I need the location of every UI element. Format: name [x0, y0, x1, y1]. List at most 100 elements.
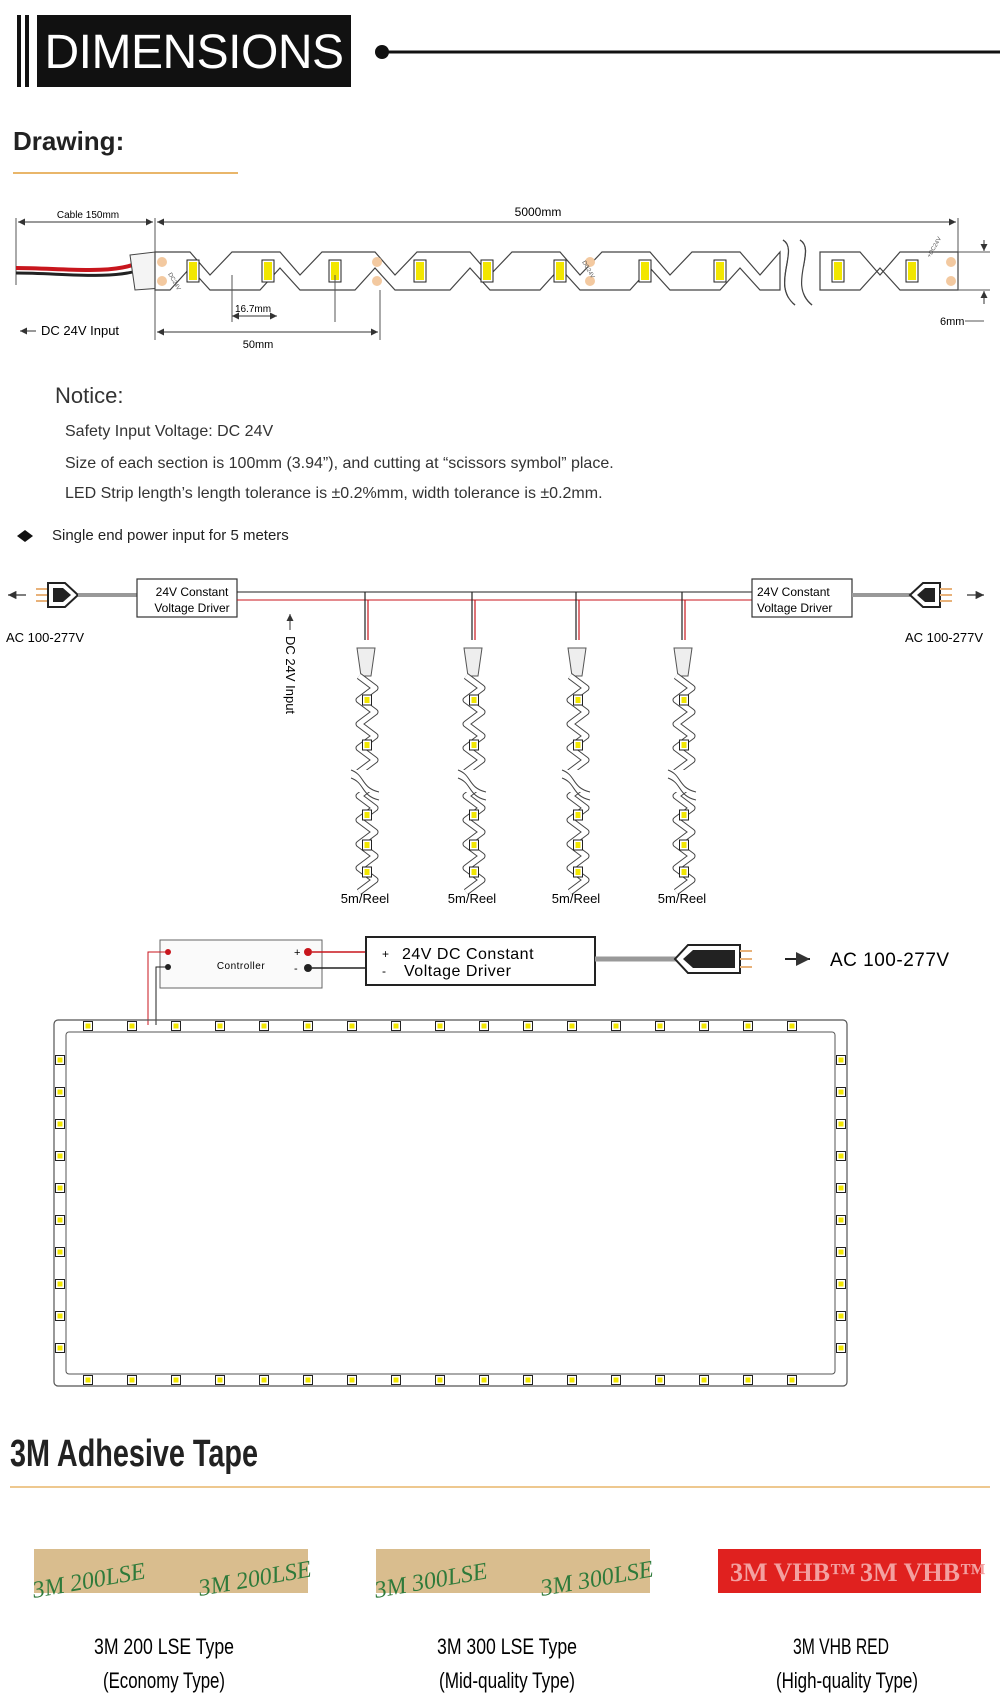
- driver-right-line2: Voltage Driver: [757, 601, 832, 615]
- loop-led-right: [838, 1121, 844, 1127]
- page-title: DIMENSIONS: [44, 26, 343, 79]
- reel-connector: [567, 647, 587, 677]
- controller-label: Controller: [217, 961, 266, 972]
- tape-quality-2: (Mid-quality Type): [439, 1668, 575, 1693]
- loop-led-top: [393, 1023, 399, 1029]
- loop-led-top: [129, 1023, 135, 1029]
- reel-connector: [356, 647, 376, 677]
- loop-led-bottom: [701, 1377, 707, 1383]
- loop-led-right: [838, 1217, 844, 1223]
- loop-led-top: [613, 1023, 619, 1029]
- reel-led: [681, 742, 687, 748]
- reel-led: [575, 869, 581, 875]
- notice-line-2: Size of each section is 100mm (3.94”), a…: [65, 455, 614, 472]
- loop-led-top: [657, 1023, 663, 1029]
- pitch-label: 16.7mm: [235, 304, 271, 315]
- tape-heading: 3M Adhesive Tape: [10, 1433, 258, 1475]
- reel-led: [681, 842, 687, 848]
- reel-connector: [463, 647, 483, 677]
- reel-label-3: 5m/Reel: [552, 891, 601, 906]
- reel-led: [471, 869, 477, 875]
- loop-led-bottom: [129, 1377, 135, 1383]
- loop-led-bottom: [261, 1377, 267, 1383]
- swatch-text-3a: 3M VHB™: [730, 1558, 856, 1587]
- notice-line-3: LED Strip length’s length tolerance is ±…: [65, 485, 603, 502]
- driver-right: [751, 578, 853, 618]
- reel-led: [364, 697, 370, 703]
- driver-left: [136, 578, 238, 618]
- loop-led-bottom: [789, 1377, 795, 1383]
- reel-led: [575, 742, 581, 748]
- driver-left-line2: Voltage Driver: [154, 601, 229, 615]
- loop-led-left: [57, 1121, 63, 1127]
- loop-led-top: [217, 1023, 223, 1029]
- driver-line2: Voltage Driver: [404, 963, 512, 980]
- loop-led-top: [437, 1023, 443, 1029]
- loop-led-left: [57, 1345, 63, 1351]
- driver-line1: 24V DC Constant: [402, 946, 534, 963]
- adhesive-tape-section: 3M Adhesive Tape 3M 200LSE 3M 200LSE 3M …: [10, 1433, 990, 1693]
- reel-led: [471, 812, 477, 818]
- loop-led-left: [57, 1313, 63, 1319]
- loop-led-bottom: [657, 1377, 663, 1383]
- dc-input-label: DC 24V Input: [41, 323, 119, 338]
- loop-led-left: [57, 1153, 63, 1159]
- loop-led-right: [838, 1281, 844, 1287]
- led-5: [483, 262, 491, 280]
- strip-drawing: Cable 150mm 5000mm DC24V DC24V +DC24V: [15, 205, 990, 351]
- reel-led: [681, 697, 687, 703]
- loop-led-top: [85, 1023, 91, 1029]
- loop-led-top: [525, 1023, 531, 1029]
- loop-led-left: [57, 1089, 63, 1095]
- reel-break-mark: [457, 769, 487, 793]
- driver-right-line1: 24V Constant: [757, 585, 830, 599]
- notice-line-1: Safety Input Voltage: DC 24V: [65, 423, 273, 440]
- reel-led: [471, 697, 477, 703]
- led-1: [189, 262, 197, 280]
- loop-led-left: [57, 1249, 63, 1255]
- reel-break-gap: [353, 770, 381, 792]
- loop-led-top: [305, 1023, 311, 1029]
- led-8: [716, 262, 724, 280]
- ac-left-label: AC 100-277V: [6, 630, 84, 645]
- loop-led-top: [261, 1023, 267, 1029]
- loop-led-bottom: [481, 1377, 487, 1383]
- loop-led-top: [349, 1023, 355, 1029]
- loop-led-bottom: [85, 1377, 91, 1383]
- loop-led-top: [173, 1023, 179, 1029]
- loop-led-right: [838, 1153, 844, 1159]
- loop-led-top: [481, 1023, 487, 1029]
- width-label: 6mm: [940, 316, 964, 328]
- loop-led-right: [838, 1185, 844, 1191]
- led-9: [834, 262, 842, 280]
- ac-right-label: AC 100-277V: [905, 630, 983, 645]
- reel-led: [364, 812, 370, 818]
- dimensions-banner: DIMENSIONS: [17, 15, 1000, 87]
- reel-break-mark: [350, 769, 380, 793]
- loop-led-left: [57, 1217, 63, 1223]
- reel-break-mark: [667, 769, 697, 793]
- loop-led-right: [838, 1313, 844, 1319]
- loop-led-right: [838, 1057, 844, 1063]
- loop-led-bottom: [349, 1377, 355, 1383]
- section-label: 50mm: [243, 339, 274, 351]
- reel-break-mark: [457, 777, 487, 801]
- reel-break-mark: [561, 777, 591, 801]
- reel-led: [575, 812, 581, 818]
- tape-quality-3: (High-quality Type): [776, 1668, 918, 1693]
- reel-connector: [673, 647, 693, 677]
- reel-break-mark: [667, 777, 697, 801]
- reel-led: [364, 742, 370, 748]
- loop-led-bottom: [569, 1377, 575, 1383]
- tape-swatch-vhb: [718, 1549, 981, 1593]
- swatch-text-3b: 3M VHB™: [860, 1558, 986, 1587]
- driver-left-line1: 24V Constant: [156, 585, 229, 599]
- reel-led: [471, 842, 477, 848]
- reel-break-mark: [350, 777, 380, 801]
- loop-led-bottom: [745, 1377, 751, 1383]
- reel-led: [681, 869, 687, 875]
- reel-led: [681, 812, 687, 818]
- loop-led-top: [745, 1023, 751, 1029]
- dc-input-vertical: DC 24V Input: [283, 636, 298, 714]
- reel-led: [364, 842, 370, 848]
